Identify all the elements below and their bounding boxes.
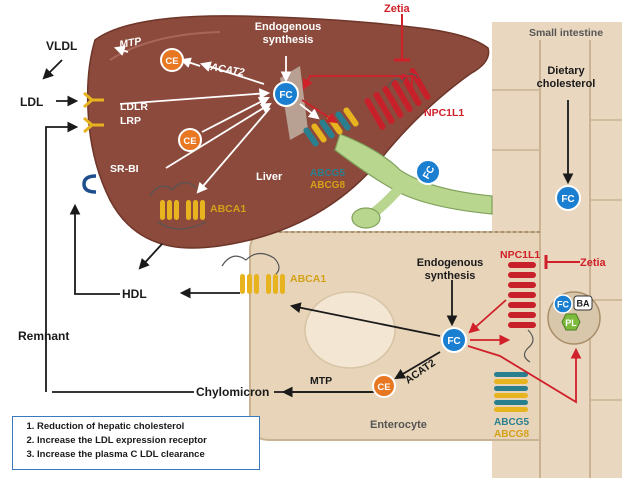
micelle-fc-node bbox=[553, 294, 573, 314]
red-arrows bbox=[301, 75, 582, 404]
chylomicron-label: Chylomicron bbox=[196, 385, 269, 399]
fc-liver-label: FC bbox=[279, 90, 292, 101]
endo-top-line1: Endogenous bbox=[255, 21, 322, 33]
legend-list: Reduction of hepatic cholesterol Increas… bbox=[19, 420, 253, 462]
ce-liver-mid-node: CE bbox=[178, 128, 202, 152]
lrp-receptor-icon bbox=[83, 116, 104, 134]
pl-badge bbox=[561, 313, 581, 331]
fc-liver-node: FC bbox=[273, 81, 299, 107]
fc-enterocyte-label: FC bbox=[447, 336, 460, 347]
liver-label: Liver bbox=[256, 171, 283, 183]
enterocyte-label: Enterocyte bbox=[370, 419, 427, 431]
ce-liver-top-node: CE bbox=[160, 48, 184, 72]
dietary-line1: Dietary bbox=[547, 65, 585, 77]
zetia-right-label: Zetia bbox=[580, 257, 607, 269]
abcg5-abcg8-liver-transporter bbox=[303, 107, 359, 147]
small-intestine-label: Small intestine bbox=[529, 27, 603, 39]
srbi-label: SR-BI bbox=[110, 163, 139, 175]
ldl-receptor-icon bbox=[83, 91, 104, 109]
abca1-liver-label: ABCA1 bbox=[210, 203, 246, 215]
remnant-label: Remnant bbox=[18, 329, 69, 343]
abca1-entero-label: ABCA1 bbox=[290, 273, 326, 285]
legend-box: Reduction of hepatic cholesterol Increas… bbox=[12, 416, 260, 470]
legend-item: Increase the plasma C LDL clearance bbox=[37, 448, 253, 462]
npc1l1-intestine-transporter bbox=[508, 262, 536, 363]
zetia-right-inhibitor bbox=[544, 255, 580, 269]
abca1-liver-transporter bbox=[149, 181, 207, 230]
ba-badge bbox=[573, 295, 593, 311]
micelle: FC BA PL bbox=[547, 291, 601, 345]
abcg5-liver-label: ABCG5 bbox=[310, 168, 345, 179]
abcg5-entero-label: ABCG5 bbox=[494, 417, 529, 428]
black-arrows bbox=[42, 59, 574, 398]
micelle-fc-label: FC bbox=[557, 300, 569, 310]
npc1l1-intestine-label: NPC1L1 bbox=[500, 249, 540, 261]
fc-bile-node: FC bbox=[415, 159, 441, 185]
zetia-top-inhibitor bbox=[394, 14, 410, 62]
legend-item: Increase the LDL expression receptor bbox=[37, 434, 253, 448]
legend-item: Reduction of hepatic cholesterol bbox=[37, 420, 253, 434]
ba-label: BA bbox=[577, 299, 590, 309]
endo-bottom-line2: synthesis bbox=[425, 270, 476, 282]
ce-liver-top-label: CE bbox=[165, 56, 178, 67]
srbi-receptor-icon bbox=[82, 174, 97, 194]
hdl-label: HDL bbox=[122, 287, 147, 301]
endo-top-line2: synthesis bbox=[263, 34, 314, 46]
fc-enterocyte-node: FC bbox=[441, 327, 467, 353]
ldl-label: LDL bbox=[20, 95, 43, 109]
white-arrows bbox=[113, 45, 320, 194]
ce-enterocyte-label: CE bbox=[377, 382, 390, 393]
bile-duct bbox=[334, 133, 493, 229]
endo-bottom-line1: Endogenous bbox=[417, 257, 484, 269]
pl-label: PL bbox=[565, 318, 577, 328]
abcg5-abcg8-enterocyte-transporter bbox=[494, 372, 528, 412]
abca1-enterocyte-transporter bbox=[221, 252, 285, 294]
lrp-label: LRP bbox=[120, 115, 141, 127]
ldlr-label: LDLR bbox=[120, 101, 148, 113]
mtp-entero-label: MTP bbox=[310, 375, 332, 387]
fc-intestine-node: FC bbox=[555, 185, 581, 211]
fc-intestine-label: FC bbox=[561, 194, 574, 205]
abcg8-entero-label: ABCG8 bbox=[494, 429, 529, 440]
npc1l1-liver-transporter bbox=[364, 68, 431, 130]
liver-organ bbox=[86, 15, 490, 249]
zetia-top-label: Zetia bbox=[384, 3, 411, 15]
vldl-label: VLDL bbox=[46, 39, 77, 53]
abcg8-liver-label: ABCG8 bbox=[310, 180, 345, 191]
ce-liver-mid-label: CE bbox=[183, 136, 196, 147]
npc1l1-liver-label: NPC1L1 bbox=[424, 107, 464, 119]
dietary-line2: cholesterol bbox=[537, 78, 596, 90]
mtp-liver-label: MTP bbox=[118, 35, 143, 51]
ce-enterocyte-node: CE bbox=[372, 374, 396, 398]
enterocyte-nucleus bbox=[304, 291, 396, 369]
